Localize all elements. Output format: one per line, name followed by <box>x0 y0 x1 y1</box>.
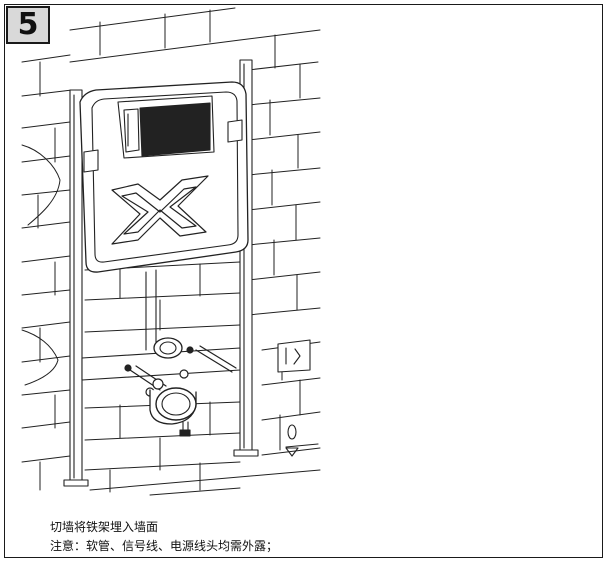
step-number: 5 <box>17 7 39 42</box>
x-vent <box>111 175 209 245</box>
wall-cut-edge <box>21 144 61 386</box>
drain-outlet <box>149 387 197 437</box>
center-support <box>145 269 157 351</box>
water-level-marker-icon <box>285 424 319 457</box>
caption: 切墙将铁架埋入墙面 注意：软管、信号线、电源线头均需外露； <box>50 518 278 556</box>
drain-upper <box>153 337 183 359</box>
left-frame-post <box>63 89 89 487</box>
brick-wall <box>21 7 321 496</box>
step-badge: 5 <box>6 6 50 44</box>
cistern-frame <box>79 81 249 273</box>
caption-note: 注意：软管、信号线、电源线头均需外露； <box>50 539 279 553</box>
flush-plate-icon <box>277 339 311 373</box>
caption-instruction: 切墙将铁架埋入墙面 <box>50 520 159 534</box>
